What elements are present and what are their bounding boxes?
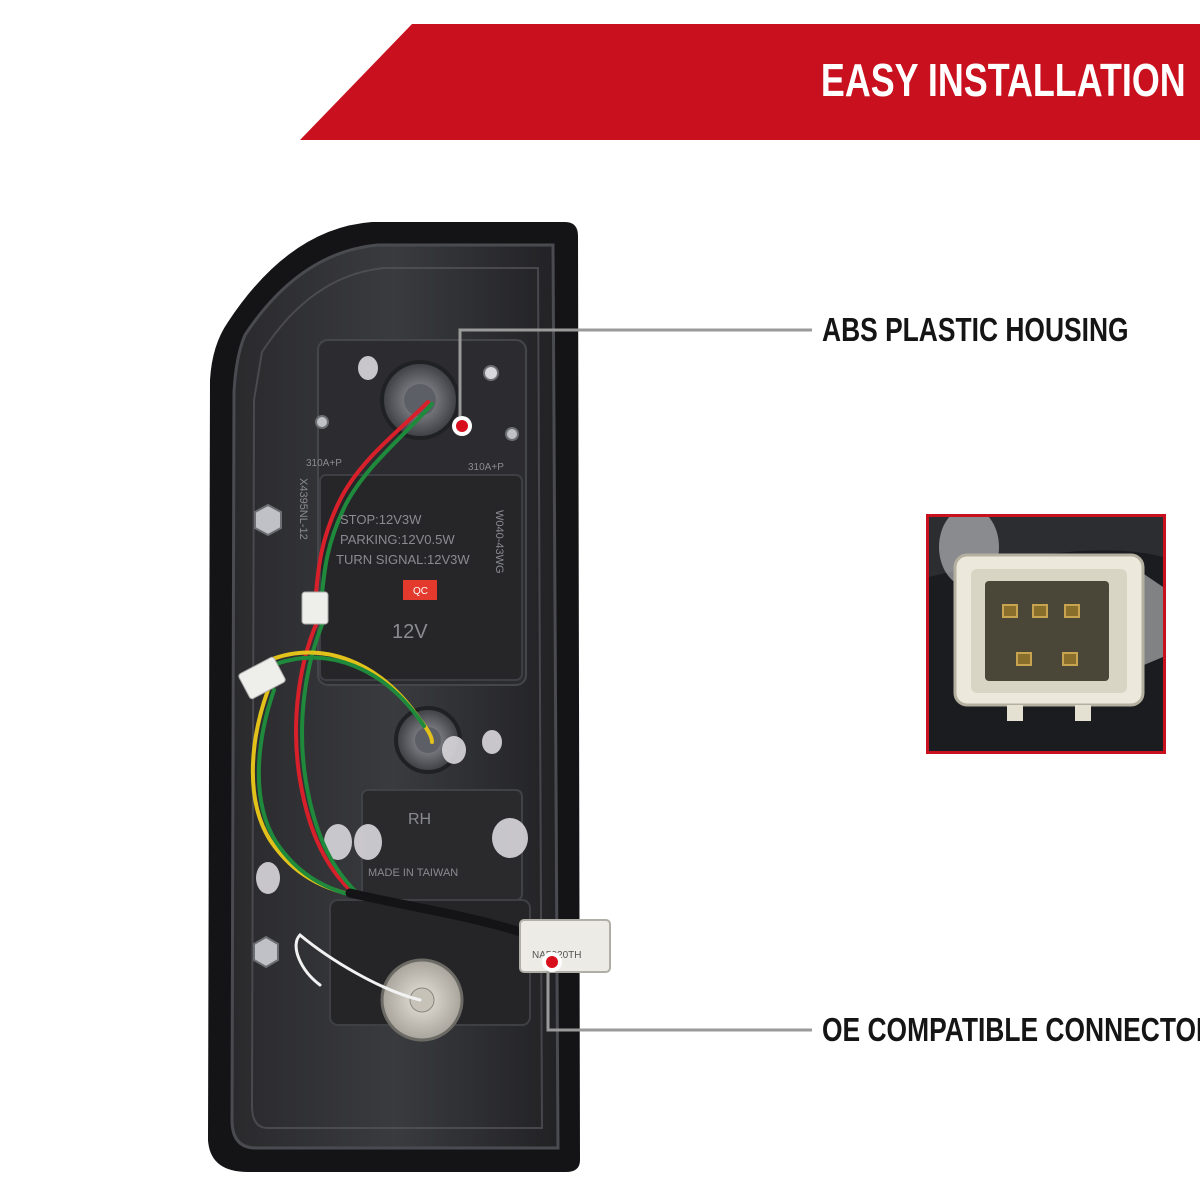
rh-text: RH xyxy=(408,811,431,828)
inline-connector-upper xyxy=(301,591,329,625)
parking-text: PARKING:12V0.5W xyxy=(340,532,455,547)
code-top-right-text: 310A+P xyxy=(468,462,504,473)
side-left-text: X4395NL-12 xyxy=(297,478,309,540)
code-top-left-text: 310A+P xyxy=(306,458,342,469)
voltage-text: 12V xyxy=(392,621,428,643)
qc-text: QC xyxy=(413,586,428,597)
turn-signal-text: TURN SIGNAL:12V3W xyxy=(336,552,470,567)
made-in-text: MADE IN TAIWAN xyxy=(368,867,458,879)
title-banner: EASY INSTALLATION xyxy=(300,24,1200,140)
side-right-text: W040-43WG xyxy=(493,510,505,574)
callout-leader-lines xyxy=(458,328,812,1032)
rubber-grommets xyxy=(256,356,528,894)
callout-oe-compatible-connector: OE COMPATIBLE CONNECTOR xyxy=(822,1011,1200,1048)
oe-connector xyxy=(519,919,611,973)
connector-closeup-inset xyxy=(926,514,1166,754)
wiring-harness xyxy=(250,400,535,1002)
mounting-bolts xyxy=(253,365,519,969)
qc-sticker xyxy=(403,580,437,600)
connector-pins xyxy=(1002,604,1080,666)
stop-text: STOP:12V3W xyxy=(340,512,422,527)
inline-connector-lower xyxy=(238,656,286,700)
banner-title: EASY INSTALLATION xyxy=(821,54,1186,106)
callout-abs-plastic-housing: ABS PLASTIC HOUSING xyxy=(822,311,1129,348)
connector-socket xyxy=(985,581,1109,681)
connector-closeup-illustration xyxy=(929,517,1163,751)
